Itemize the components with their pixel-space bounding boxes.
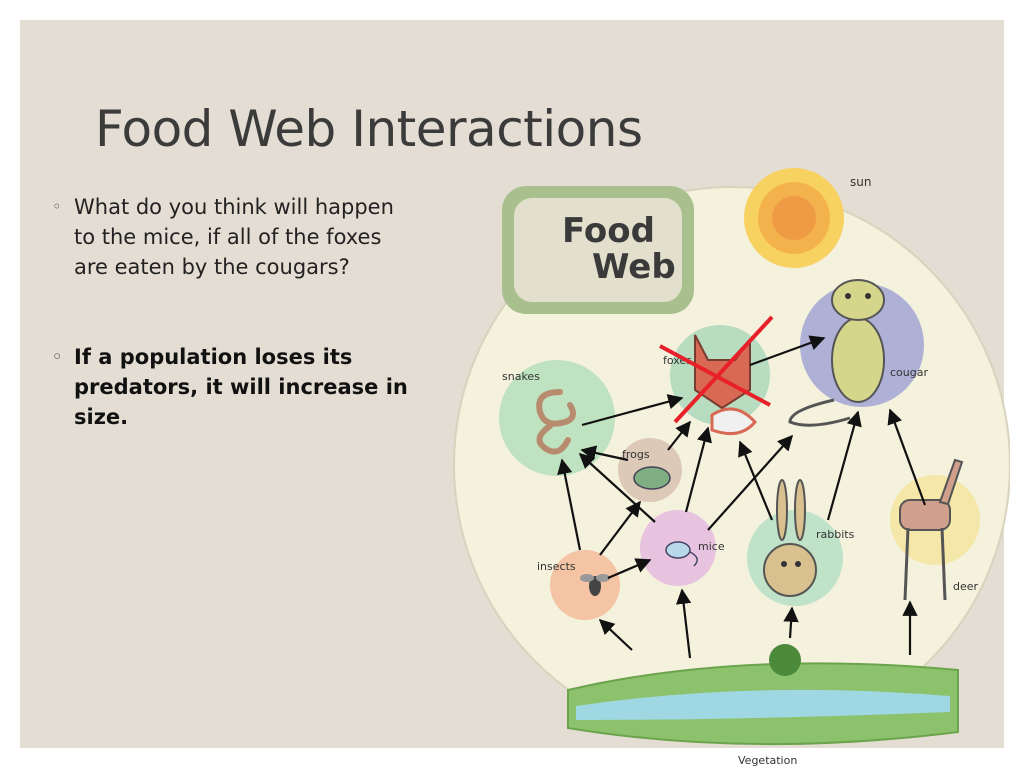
arrow-rabbits-to-foxes — [738, 440, 774, 521]
bullet-marker: ◦ — [52, 197, 62, 216]
cougar-icon — [788, 279, 885, 427]
slide: Food Web Interactions ◦ What do you thin… — [20, 20, 1010, 767]
bullet-question-text: What do you think will happen to the mic… — [74, 195, 394, 279]
slide-title: Food Web Interactions — [95, 100, 643, 158]
bullet-list: ◦ What do you think will happen to the m… — [50, 192, 420, 432]
food-web-arrows — [557, 335, 927, 659]
arrow-insects-to-mice — [607, 558, 652, 580]
food-web-heading-line2: Web — [592, 247, 676, 287]
sun-icon — [744, 168, 844, 268]
arrow-mice-to-foxes — [684, 426, 712, 513]
arrow-insects-to-snakes — [557, 458, 582, 551]
snake-icon — [536, 389, 577, 455]
label-snakes: snakes — [502, 370, 540, 383]
arrow-foxes-to-cougar — [749, 335, 826, 367]
label-frogs: frogs — [622, 448, 650, 461]
arrow-vegetation-to-insects — [598, 618, 633, 651]
arrow-deer-to-cougar — [887, 408, 927, 506]
arrow-frogs-to-snakes — [580, 445, 629, 462]
arrow-vegetation-to-mice — [675, 588, 692, 659]
bullet-marker: ◦ — [52, 347, 63, 366]
bullet-answer-text: If a population loses its predators, it … — [74, 345, 408, 429]
label-cougar: cougar — [890, 366, 928, 379]
rabbit-icon — [763, 479, 817, 597]
insects-circle — [550, 550, 620, 620]
food-web-diagram: Food Web sun cougar foxes — [453, 168, 1010, 767]
arrow-vegetation-to-rabbits — [783, 606, 799, 639]
mouse-icon — [665, 541, 698, 567]
label-sun: sun — [850, 175, 871, 189]
arrow-insects-to-frogs — [599, 500, 641, 556]
label-insects: insects — [537, 560, 576, 573]
frog-icon — [633, 466, 671, 490]
arrow-snakes-to-foxes — [581, 394, 684, 427]
label-vegetation: Vegetation — [738, 754, 797, 767]
vegetation-strip — [567, 644, 959, 746]
label-rabbits: rabbits — [816, 528, 855, 541]
arrow-mice-to-snakes — [578, 452, 656, 523]
label-deer: deer — [953, 580, 979, 593]
foxes-cross-out-mark — [659, 315, 774, 424]
arrow-rabbits-to-cougar — [826, 410, 862, 521]
insect-icon — [580, 574, 610, 596]
label-mice: mice — [698, 540, 725, 553]
food-web-heading-line1: Food — [562, 211, 655, 251]
deer-icon — [899, 458, 964, 601]
bullet-question: ◦ What do you think will happen to the m… — [50, 192, 420, 282]
food-web-heading-box: Food Web — [502, 186, 694, 314]
arrow-mice-to-cougar — [707, 434, 794, 531]
shrub-icon — [769, 644, 801, 676]
bullet-answer: ◦ If a population loses its predators, i… — [50, 342, 420, 432]
arrow-frogs-to-foxes — [667, 420, 691, 451]
